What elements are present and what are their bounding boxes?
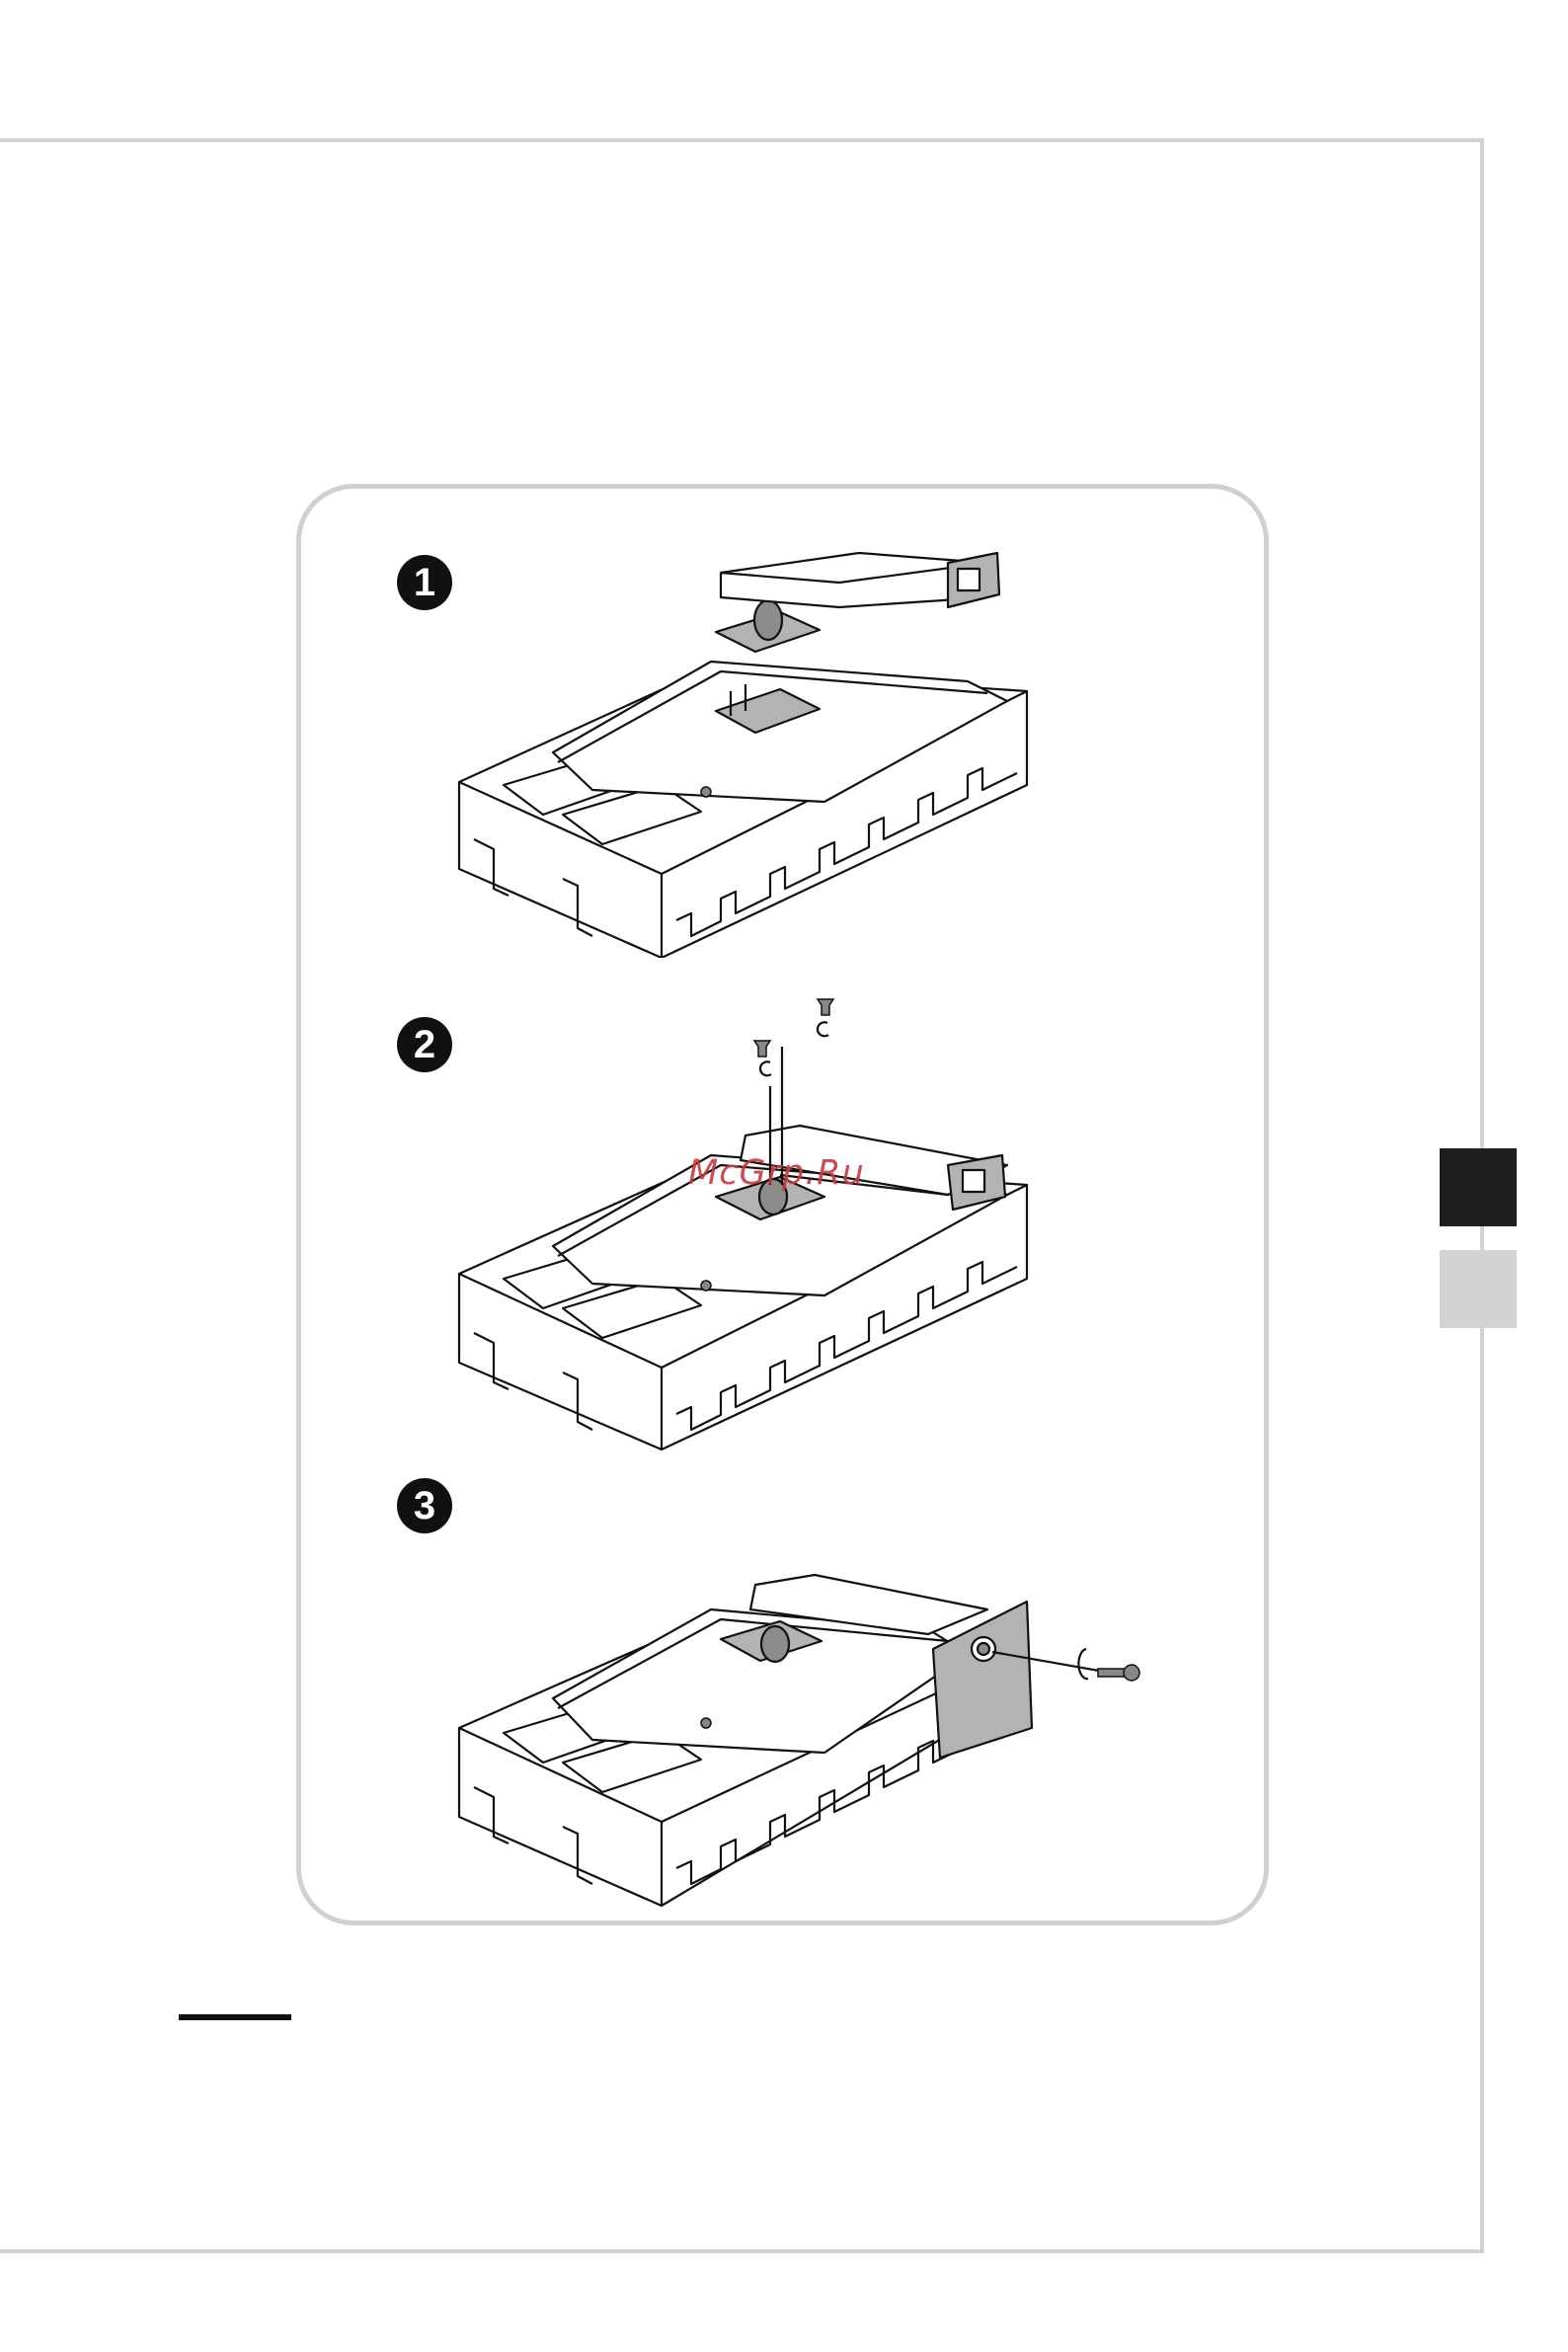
screw-icon: [1098, 1669, 1126, 1677]
screw-hole-icon: [701, 1718, 711, 1728]
screw-hole-icon: [701, 787, 711, 797]
screw-hole-icon: [701, 1281, 711, 1291]
step-1-illustration: [434, 543, 1066, 958]
note-rule: [179, 2014, 291, 2020]
screw-icon: [818, 999, 833, 1015]
rotate-arrow-icon: [760, 1061, 771, 1075]
rotate-arrow-icon: [818, 1022, 828, 1036]
chapter-tab-inactive: [1440, 1250, 1517, 1328]
step-2-illustration: [434, 987, 1066, 1451]
chapter-tab-active: [1440, 1148, 1517, 1226]
rotate-arrow-icon: [1078, 1649, 1088, 1679]
watermark: McGrp.Ru: [688, 1153, 865, 1193]
screw-icon: [754, 1041, 770, 1057]
step-3-illustration: [434, 1511, 1185, 1925]
